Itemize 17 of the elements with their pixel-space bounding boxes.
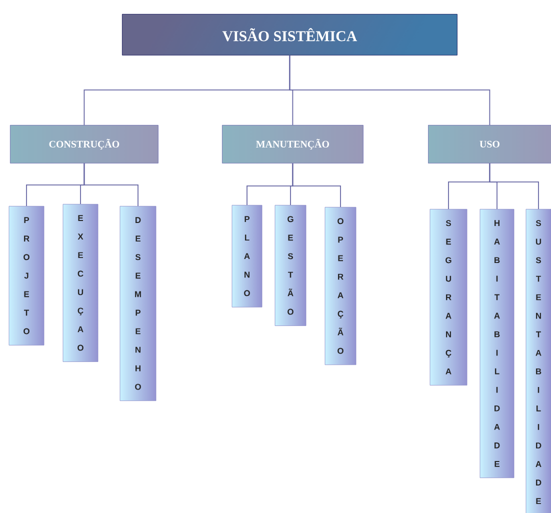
- item-box: GESTÃO: [274, 204, 306, 326]
- category-box: USO: [428, 124, 551, 164]
- item-box: SUSTENTABILIDADE: [526, 208, 551, 513]
- category-box: CONSTRUÇÃO: [10, 124, 158, 164]
- item-box: PROJETO: [8, 206, 44, 346]
- connector-line: [289, 54, 490, 126]
- item-box: EXECUÇAO: [62, 204, 98, 362]
- item-box: HABITABILIDADE: [480, 208, 514, 478]
- title-box: VISÃO SISTÊMICA: [122, 14, 458, 56]
- connector-line: [489, 162, 539, 210]
- connector-line: [84, 162, 138, 206]
- item-box: PLANO: [232, 204, 262, 308]
- item-box: DESEMPENHO: [120, 206, 156, 401]
- category-box: MANUTENÇÃO: [222, 124, 364, 164]
- connector-line: [292, 162, 341, 208]
- item-box: SEGURANÇA: [430, 208, 468, 386]
- item-box: OPERAÇÃO: [324, 206, 356, 365]
